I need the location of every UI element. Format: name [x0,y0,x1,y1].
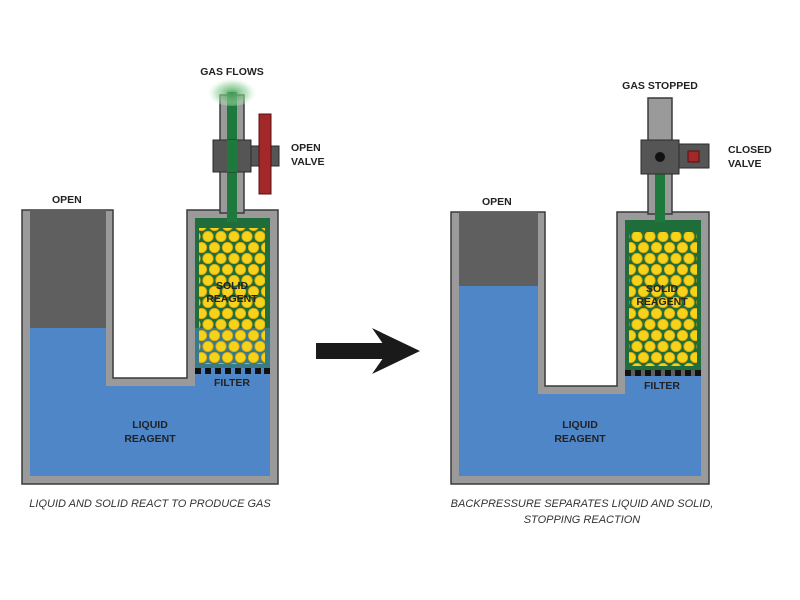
right-apparatus [450,97,710,485]
right-liquid [459,286,701,476]
right-solid-label-2: REAGENT [636,296,688,308]
left-valve-label-2: VALVE [291,156,324,168]
right-solid-pellets [629,232,697,366]
right-filter-label: FILTER [644,380,680,392]
left-liquid-label-2: REAGENT [124,433,176,445]
right-gas-channel [655,170,665,222]
left-valve-handle [258,113,272,195]
left-open-label: OPEN [52,194,82,206]
left-filter-label: FILTER [214,377,250,389]
right-valve-ball [655,152,665,162]
right-valve-label-2: VALVE [728,158,761,170]
left-gas-label: GAS FLOWS [200,66,264,78]
right-liquid-label-2: REAGENT [554,433,606,445]
left-valve-passage [227,140,237,172]
left-filter [195,368,270,374]
transition-arrow [316,328,420,374]
left-liquid-label-1: LIQUID [132,419,168,431]
right-filter [625,370,701,376]
left-valve-label-1: OPEN [291,142,321,154]
right-caption-1: BACKPRESSURE SEPARATES LIQUID AND SOLID, [451,498,714,510]
left-gas-glow [206,74,258,106]
right-gas-label: GAS STOPPED [622,80,698,92]
right-valve-label-1: CLOSED [728,144,772,156]
right-solid-label-1: SOLID [646,283,679,295]
left-solid-pellets [199,228,265,364]
right-caption-2: STOPPING REACTION [524,514,641,526]
right-liquid-label-1: LIQUID [562,419,598,431]
right-valve-handle [687,150,700,163]
left-solid-label-1: SOLID [216,280,249,292]
left-caption: LIQUID AND SOLID REACT TO PRODUCE GAS [29,498,271,510]
left-apparatus [21,74,280,485]
right-open-label: OPEN [482,196,512,208]
left-solid-label-2: REAGENT [206,293,258,305]
